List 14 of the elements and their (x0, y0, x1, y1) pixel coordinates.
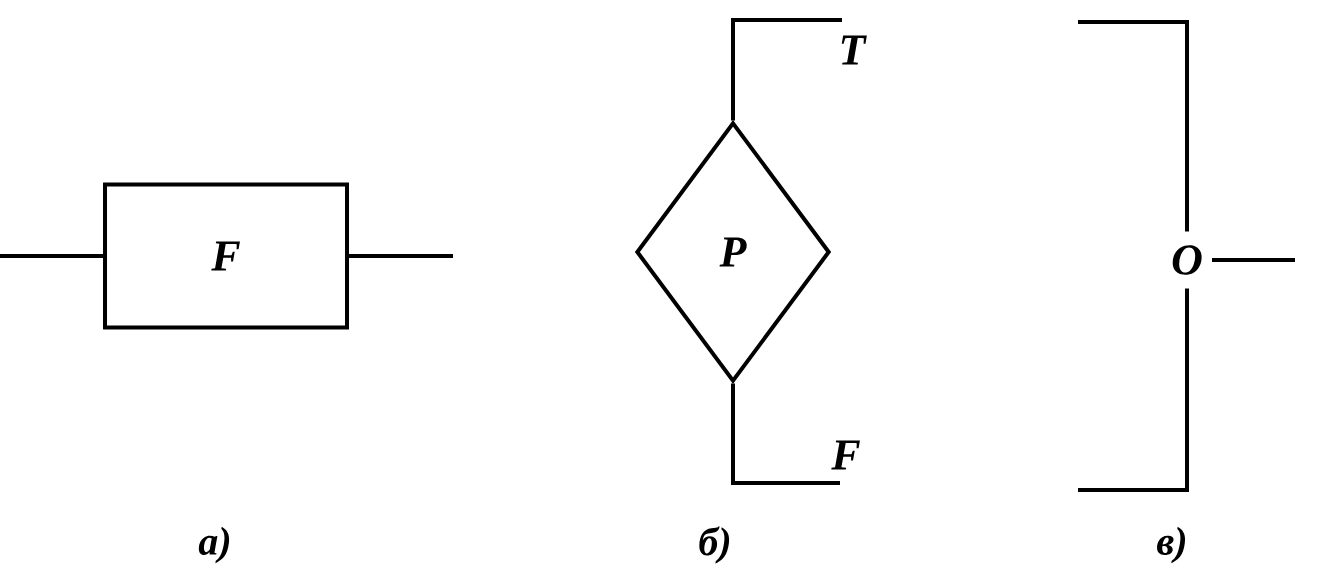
edge-label: T (841, 35, 867, 65)
connector-line (349, 254, 453, 258)
junction-label: O (1172, 245, 1202, 275)
edge-label: F (831, 440, 860, 470)
connector-line (1078, 288, 1189, 492)
function-box: F (103, 182, 349, 330)
panel-label: в) (1157, 526, 1186, 564)
panel-label: б) (699, 526, 730, 564)
connector-line (1212, 258, 1295, 262)
connector-line (731, 383, 840, 485)
connector-line (0, 254, 103, 258)
panel-label: а) (198, 526, 230, 564)
connector-line (731, 18, 842, 121)
connector-line (1078, 20, 1189, 232)
